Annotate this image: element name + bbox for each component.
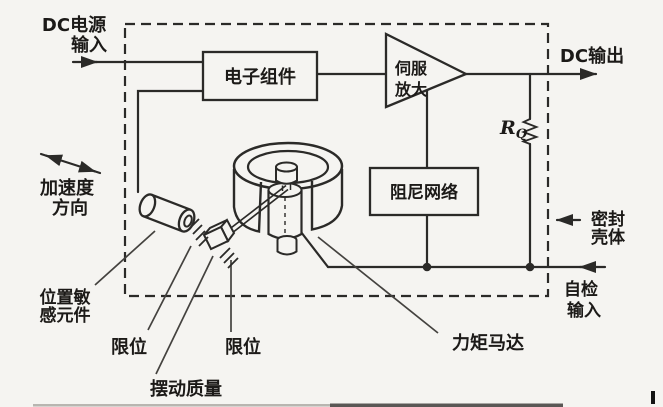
sensor-front-face xyxy=(177,208,196,233)
servo-amplifier-triangle xyxy=(384,32,469,109)
sealed-housing-label-2: 壳体 xyxy=(590,227,626,248)
load-resistor-label: RQ xyxy=(499,117,528,142)
pendulum-rod-upper xyxy=(226,184,287,232)
motor-cup-right xyxy=(310,169,344,231)
electronics-box-label: 电子组件 xyxy=(224,66,296,88)
mass-front-face xyxy=(202,225,230,251)
acceleration-arrow-right xyxy=(77,160,97,173)
torque-motor-figure xyxy=(226,141,344,256)
electronics-box xyxy=(201,50,319,102)
position-sensor-figure xyxy=(138,193,196,233)
torque-motor-leader xyxy=(317,236,439,334)
leader-lines xyxy=(94,230,439,375)
dc-power-label-1: DC电源 xyxy=(42,14,106,36)
sealed-housing-outline xyxy=(123,22,550,298)
dc-power-label-2: 输入 xyxy=(71,34,107,56)
limit-hatch-left xyxy=(189,218,209,247)
torque-motor-label: 力矩马达 xyxy=(452,332,524,354)
junction-dot-damping xyxy=(422,262,432,272)
blocks xyxy=(201,32,480,217)
sensor-body-top xyxy=(151,193,192,211)
limit-stop-left-label: 限位 xyxy=(111,336,147,358)
self-test-label-2: 输入 xyxy=(567,300,601,321)
damping-network-box xyxy=(368,166,480,217)
junction-dot-resistor xyxy=(525,262,535,272)
motor-cup-left xyxy=(232,169,263,233)
pendulum-mass-label: 摆动质量 xyxy=(150,378,222,400)
motor-top-knob-cap xyxy=(275,161,298,173)
acceleration-label-1: 加速度 xyxy=(39,177,95,199)
pendulum-mass-leader xyxy=(155,255,214,375)
pendulum-mass-block xyxy=(202,218,236,251)
motor-to-bus-wire xyxy=(299,230,330,269)
acceleration-label-2: 方向 xyxy=(52,197,88,219)
labels: DC电源 输入 电子组件 伺服 放大 DC输出 RQ 阻尼网络 密封 壳体 自检… xyxy=(39,14,626,400)
position-sensor-label-2: 感元件 xyxy=(40,305,91,326)
limit-left-leader xyxy=(147,245,192,331)
position-sensor-leader xyxy=(94,230,156,286)
limit-stop-right-label: 限位 xyxy=(225,336,261,358)
self-test-label-1: 自检 xyxy=(564,279,598,300)
wiring xyxy=(39,56,607,273)
acceleration-arrow-left xyxy=(44,154,64,167)
limit-stop-hatches xyxy=(189,218,239,269)
scan-artifact-dark xyxy=(330,403,563,407)
sensor-body-bottom xyxy=(142,215,183,233)
scan-artifact-tick xyxy=(651,391,655,404)
damping-network-label: 阻尼网络 xyxy=(390,182,458,203)
motor-bottom-knob xyxy=(276,240,298,256)
servo-amp-label-2: 放大 xyxy=(394,80,427,99)
resistor-zigzag xyxy=(520,118,540,145)
position-sensor-label-1: 位置敏 xyxy=(40,287,91,308)
pendulum-rod-lower xyxy=(228,188,289,236)
sensor-bore xyxy=(183,214,193,228)
dc-output-label: DC输出 xyxy=(560,45,624,67)
scan-artifact-light xyxy=(33,404,333,407)
sealed-housing-label-1: 密封 xyxy=(591,209,625,230)
servo-amp-label-1: 伺服 xyxy=(394,59,428,78)
limit-hatch-right xyxy=(219,247,239,269)
pickoff-wire xyxy=(136,89,205,194)
